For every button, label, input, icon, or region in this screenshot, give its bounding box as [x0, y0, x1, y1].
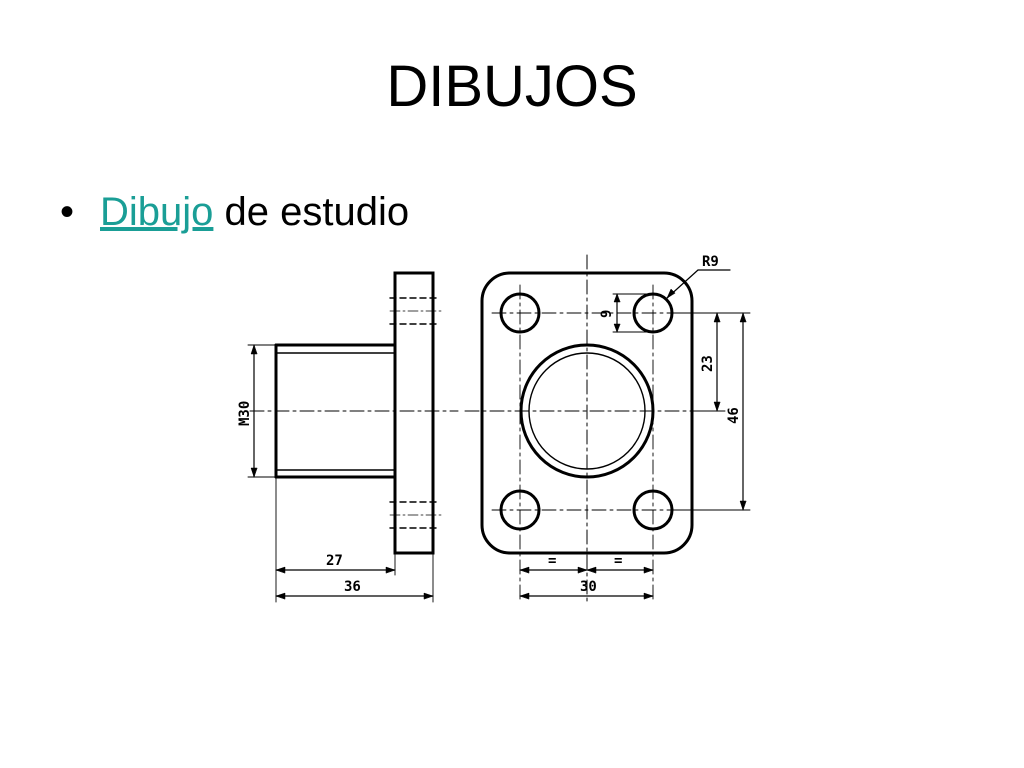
bullet-item: • Dibujo de estudio	[60, 192, 409, 232]
bullet-symbol: •	[60, 190, 75, 234]
dim-label-r9: R9	[702, 254, 719, 270]
slide-title: DIBUJOS	[386, 54, 638, 119]
dim-label-9: 9	[599, 310, 615, 318]
dim-label-eq-left: =	[548, 553, 556, 569]
dim-label-23: 23	[700, 355, 716, 372]
dim-label-36: 36	[344, 579, 361, 595]
front-view	[464, 254, 751, 603]
side-view	[247, 271, 459, 603]
dim-label-m30: M30	[237, 401, 253, 426]
dim-label-46: 46	[726, 407, 742, 424]
dim-label-27: 27	[326, 553, 343, 569]
bullet-text: de estudio	[213, 190, 410, 234]
technical-drawing: R9 9 23 46 M30 27 36 = = 30	[237, 254, 751, 603]
dim-label-30: 30	[580, 579, 597, 595]
dim-label-eq-right: =	[614, 553, 622, 569]
dibujo-link[interactable]: Dibujo	[100, 190, 214, 234]
